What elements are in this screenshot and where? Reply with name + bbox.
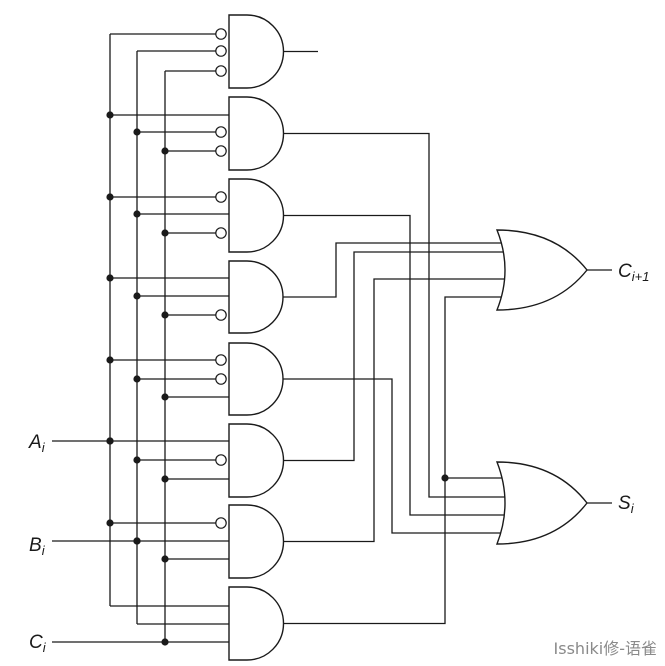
junction-dot [133,128,141,136]
and-gate-6 [228,423,285,498]
inversion-bubble [215,126,227,138]
inversion-bubble [215,354,227,366]
wires [52,33,612,643]
junction-dot [161,638,169,646]
inversion-bubbles [215,28,227,529]
and-gate-1 [228,14,285,89]
junction-dot [106,519,114,527]
inversion-bubble [215,28,227,40]
junction-dot [106,437,114,445]
and-gate-4 [228,260,284,334]
and6-to-carry [283,251,508,462]
or-gate-sum [495,461,588,545]
inversion-bubble [215,145,227,157]
input-label-b: Bi [29,535,45,558]
junction-dot [106,193,114,201]
input-label-c: Ci [29,632,46,655]
output-label-sum: Si [618,493,634,516]
junction-dot [133,375,141,383]
inversion-bubble [215,373,227,385]
output-label-carry: Ci+1 [618,261,650,284]
and2-to-sum [283,132,510,498]
junction-dot [133,456,141,464]
junction-dot [161,393,169,401]
junction-dot [161,475,169,483]
junction-dot [441,474,449,482]
and-gate-5 [228,342,284,416]
inversion-bubble [215,309,227,321]
and8-to-carry [283,296,505,625]
gates [228,14,588,661]
and-gate-7 [228,504,285,579]
junction-dot [106,356,114,364]
and-gate-2 [228,96,285,171]
input-label-a: Ai [29,432,45,455]
inversion-bubble [215,454,227,466]
and-gate-8 [228,586,285,661]
and7-to-carry [283,278,508,543]
junction-dot [161,555,169,563]
inversion-bubble [215,227,227,239]
and4-to-carry [283,242,505,298]
junction-dot [133,292,141,300]
and3-to-sum [283,214,510,516]
junction-dot [133,210,141,218]
junction-dot [161,147,169,155]
junction-dot [161,229,169,237]
junction-dot [133,537,141,545]
inversion-bubble [215,191,227,203]
junction-dot [106,274,114,282]
junction-dot [106,111,114,119]
and-gate-3 [228,178,285,253]
and5-to-sum [283,378,506,534]
junction-dot [161,311,169,319]
inversion-bubble [215,517,227,529]
or-gate-carry [495,229,588,311]
watermark: Isshiki修-语雀 [553,639,657,658]
junction-dots [106,111,449,646]
inversion-bubble [215,65,227,77]
inversion-bubble [215,45,227,57]
